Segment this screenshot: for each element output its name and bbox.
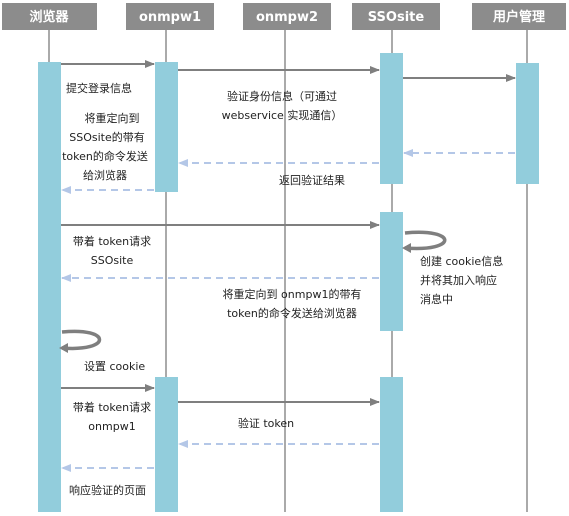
label-create-cookie-line-1: 创建 cookie信息	[420, 254, 503, 268]
request-arrows	[61, 60, 516, 406]
activation-ssosite-2	[380, 212, 403, 331]
label-create-cookie-line-2: 并将其加入响应	[420, 273, 497, 287]
activation-user-mgmt	[516, 63, 539, 184]
label-verify-token: 验证 token	[238, 416, 294, 430]
label-redirect-line-1: 将重定向到	[85, 111, 140, 125]
actor-headers: 浏览器 onmpw1 onmpw2 SSOsite 用户管理	[2, 3, 566, 30]
self-call-head-set-cookie	[59, 343, 68, 353]
activation-ssosite-3	[380, 377, 403, 512]
label-verify-identity-line-1: 验证身份信息（可通过	[227, 89, 337, 103]
self-call-heads	[59, 243, 411, 353]
actor-label-ssosite: SSOsite	[368, 10, 425, 25]
self-call-head-create-cookie	[402, 243, 411, 253]
label-create-cookie-line-3: 消息中	[420, 292, 453, 306]
return-arrows	[61, 149, 515, 472]
activation-browser	[38, 62, 61, 512]
actor-box-ssosite	[352, 3, 440, 30]
label-set-cookie: 设置 cookie	[84, 360, 145, 373]
self-call-set-cookie	[61, 329, 102, 351]
activation-onmpw1-2	[155, 377, 178, 512]
label-verify-identity-line-2: webservice 实现通信）	[222, 108, 343, 122]
label-ssosite-redirect-line-1: 将重定向到 onmpw1的带有	[223, 287, 362, 301]
self-call-create-cookie	[404, 230, 447, 251]
activation-onmpw1-1	[155, 62, 178, 192]
actor-box-onmpw1	[126, 3, 214, 30]
label-redirect-line-2: SSOsite的带有	[69, 130, 145, 144]
actor-label-browser: 浏览器	[29, 9, 69, 25]
label-response-page: 响应验证的页面	[69, 483, 146, 497]
label-token-onmpw1-line-1: 带着 token请求	[73, 400, 151, 414]
label-token-ssosite-line-2: SSOsite	[91, 254, 134, 267]
message-labels: 提交登录信息 将重定向到 SSOsite的带有 token的命令发送 给浏览器 …	[62, 81, 503, 497]
activation-ssosite-1	[380, 53, 403, 184]
actor-label-onmpw2: onmpw2	[256, 10, 318, 25]
label-redirect-line-3: token的命令发送	[62, 149, 148, 163]
activation-bars	[38, 53, 539, 512]
label-redirect-line-4: 给浏览器	[83, 168, 127, 182]
actor-box-user-mgmt	[472, 3, 566, 30]
label-ssosite-redirect-line-2: token的命令发送给浏览器	[227, 306, 357, 320]
label-submit-login: 提交登录信息	[66, 81, 132, 95]
actor-box-browser	[2, 3, 97, 30]
actor-label-onmpw1: onmpw1	[139, 10, 201, 25]
actor-box-onmpw2	[243, 3, 331, 30]
self-calls	[61, 230, 447, 351]
label-token-ssosite-line-1: 带着 token请求	[73, 234, 151, 248]
label-return-result: 返回验证结果	[279, 173, 345, 187]
label-token-onmpw1-line-2: onmpw1	[88, 420, 135, 433]
actor-label-user-mgmt: 用户管理	[492, 9, 545, 25]
